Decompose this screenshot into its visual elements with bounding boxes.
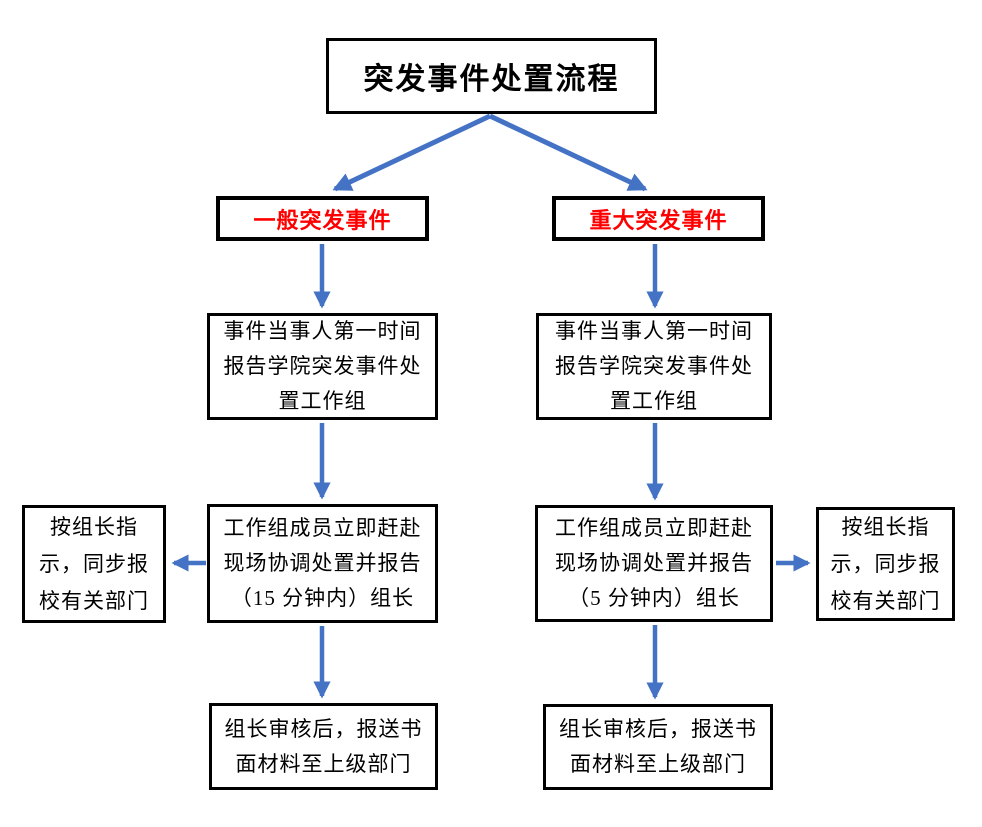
arrow-title-to-general [332,113,492,192]
branch-general-box: 一般突发事件 [216,196,429,241]
action-general-box: 工作组成员立即赶赴 现场协调处置并报告 （15 分钟内）组长 [207,504,438,623]
action-general-label: 工作组成员立即赶赴 现场协调处置并报告 （15 分钟内）组长 [223,516,422,610]
branch-major-label: 重大突发事件 [589,207,728,233]
final-general-label: 组长审核后，报送书 面材料至上级部门 [224,716,423,776]
final-general-box: 组长审核后，报送书 面材料至上级部门 [209,703,438,790]
report-general-label: 事件当事人第一时间 报告学院突发事件处 置工作组 [223,319,422,413]
final-major-box: 组长审核后，报送书 面材料至上级部门 [543,704,773,790]
report-general-box: 事件当事人第一时间 报告学院突发事件处 置工作组 [207,313,438,420]
title-label: 突发事件处置流程 [363,63,620,96]
final-major-label: 组长审核后，报送书 面材料至上级部门 [559,717,757,776]
arrow-title-to-major [488,113,648,192]
branch-major-box: 重大突发事件 [552,196,765,241]
branch-general-label: 一般突发事件 [253,207,392,233]
notify-general-box: 按组长指 示，同步报 校有关部门 [22,505,166,623]
action-major-label: 工作组成员立即赶赴 现场协调处置并报告 （5 分钟内）组长 [555,516,753,610]
notify-general-label: 按组长指 示，同步报 校有关部门 [39,514,149,613]
notify-major-box: 按组长指 示，同步报 校有关部门 [816,507,955,621]
report-major-label: 事件当事人第一时间 报告学院突发事件处 置工作组 [555,319,753,413]
notify-major-label: 按组长指 示，同步报 校有关部门 [830,514,941,613]
action-major-box: 工作组成员立即赶赴 现场协调处置并报告 （5 分钟内）组长 [535,505,773,622]
title-box: 突发事件处置流程 [326,38,657,114]
report-major-box: 事件当事人第一时间 报告学院突发事件处 置工作组 [536,313,772,420]
